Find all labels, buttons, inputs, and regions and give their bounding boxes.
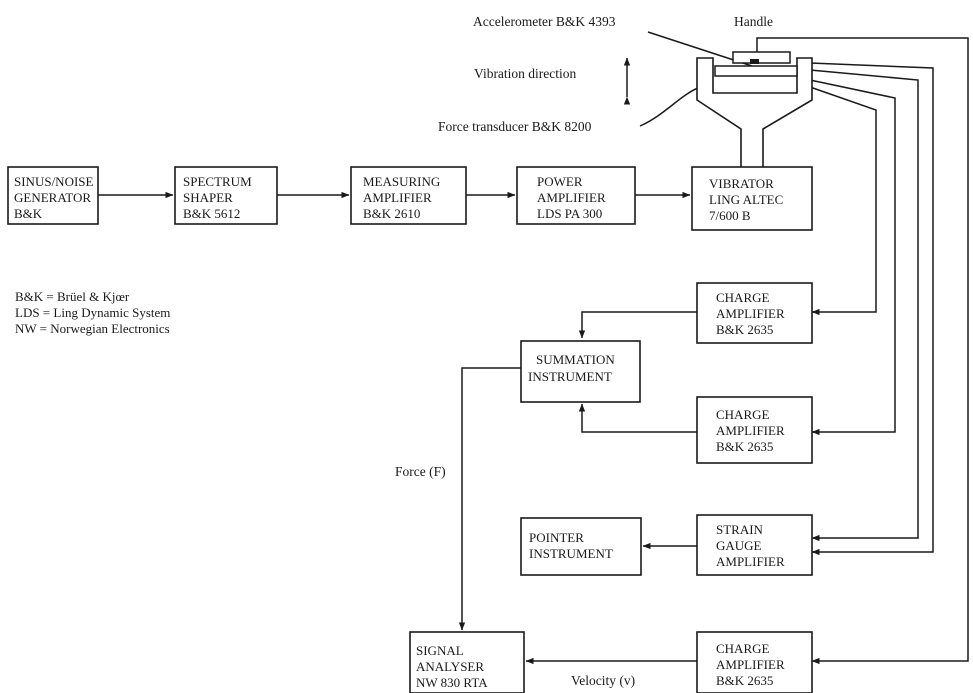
abbreviation-legend: B&K = Brüel & Kjœr LDS = Ling Dynamic Sy… [15,289,174,336]
pointer-instrument-label: POINTER INSTRUMENT [529,530,613,561]
leader-force-transducer [639,86,701,127]
strain-gauge-amplifier-label: STRAIN GAUGE AMPLIFIER [716,522,785,569]
summation-label: SUMMATION INSTRUMENT [528,352,618,384]
signal-wires [98,31,969,665]
charge-amplifier-3-label: CHARGE AMPLIFIER B&K 2635 [716,641,788,688]
wire-accelerometer-to-charge-amp-3 [756,37,969,665]
signal-analyser-label: SIGNAL ANALYSER NW 830 RTA [416,643,488,690]
wire-transducer-to-charge-amp-1 [809,86,877,316]
charge-amplifier-1-label: CHARGE AMPLIFIER B&K 2635 [716,290,788,337]
wire-force-to-analyser [458,367,521,631]
charge-amplifier-2-box [696,396,813,464]
shaper-box [174,166,278,225]
power-amplifier-label: POWER AMPLIFIER LDS PA 300 [537,174,609,221]
accelerometer-annotation: Accelerometer B&K 4393 [473,14,616,29]
vibration-direction-annotation: Vibration direction [474,66,577,81]
power-amplifier-box [516,166,636,225]
handle-annotation: Handle [734,14,773,29]
vibrator-label: VIBRATOR LING ALTEC 7/600 B [709,176,787,223]
pointer-instrument-box [520,517,642,576]
charge-amplifier-1-box [696,282,813,344]
wire-gauge-to-strain-amp-a [809,69,919,542]
summation-box [520,340,641,403]
wire-charge-amp-2-to-summation [578,403,697,433]
velocity-label: Velocity (v) [571,673,635,688]
handle-grip [732,51,791,64]
measuring-amplifier-box [350,166,467,225]
handle-bar [714,65,798,77]
wire-transducer-to-charge-amp-2 [809,79,896,436]
shaper-label: SPECTRUM SHAPER B&K 5612 [183,174,255,221]
vibrator-fixture-drawing [696,51,813,170]
accelerometer-sensor [750,59,759,64]
strain-gauge-amplifier-box [696,514,813,576]
vibrator-body [696,57,813,170]
force-transducer-annotation: Force transducer B&K 8200 [438,119,592,134]
wire-charge-amp-1-to-summation [578,311,697,339]
signal-analyser-box [409,631,525,693]
charge-amplifier-3-box [696,631,813,693]
vibrator-box [691,166,813,231]
generator-label: SINUS/NOISE GENERATOR B&K [14,174,97,221]
wire-gauge-to-strain-amp-b [809,62,934,556]
charge-amplifier-2-label: CHARGE AMPLIFIER B&K 2635 [716,407,788,454]
measuring-amplifier-label: MEASURING AMPLIFIER B&K 2610 [363,174,444,221]
force-label: Force (F) [395,464,446,479]
generator-box [7,166,99,225]
